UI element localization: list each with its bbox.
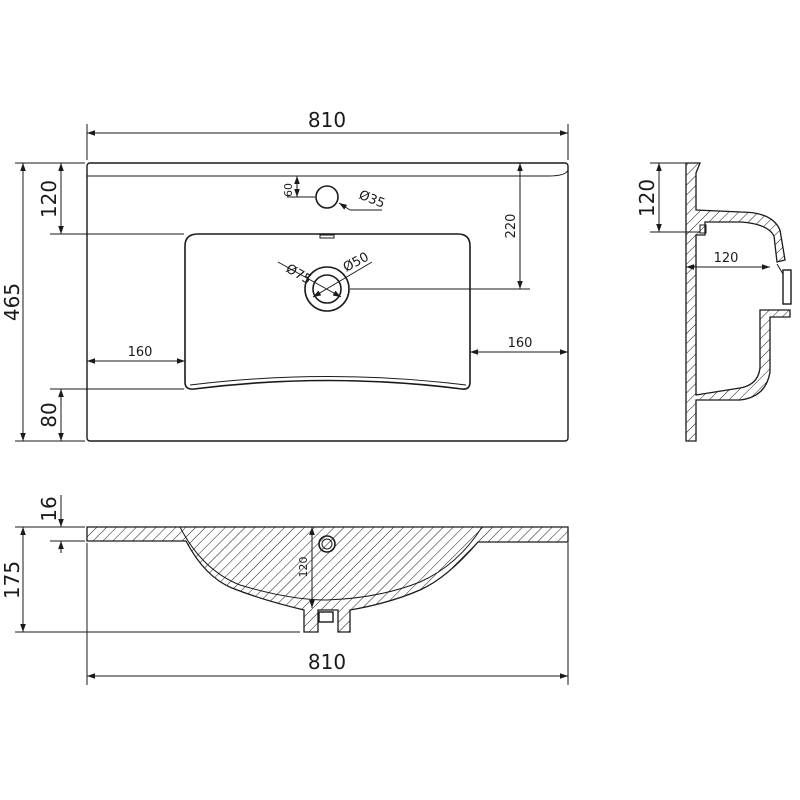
bowl-outline — [184, 233, 471, 390]
front-overflow-hole — [318, 535, 336, 553]
drain-outer — [304, 266, 350, 312]
front-thickness-label: 16 — [37, 496, 61, 521]
side-depth-label: 120 — [714, 251, 739, 266]
front-section-profile — [86, 526, 569, 633]
tap-hole — [315, 185, 339, 209]
top-rear-offset-label: 120 — [37, 180, 61, 218]
bowl-front-edge — [189, 376, 467, 386]
left-margin-label: 160 — [128, 345, 153, 360]
side-drain-fitting — [782, 269, 792, 305]
side-height-label: 120 — [635, 179, 659, 217]
rear-rim — [87, 169, 569, 177]
side-view: 120 120 — [635, 162, 792, 442]
overflow-slot — [319, 234, 335, 239]
top-width-label: 810 — [308, 108, 346, 132]
right-margin-label: 160 — [508, 336, 533, 351]
front-height-label: 175 — [0, 561, 24, 599]
top-front-offset-label: 80 — [37, 402, 61, 427]
side-section-profile — [685, 162, 791, 442]
drain-offset-label: 220 — [504, 214, 519, 239]
front-drain-height-label: 120 — [297, 557, 310, 578]
top-depth-label: 465 — [0, 283, 24, 321]
front-drain-slot — [318, 611, 334, 623]
tap-offset-label: 60 — [282, 183, 295, 197]
front-view: 16 175 120 810 — [0, 495, 569, 685]
drain-inner — [312, 274, 342, 304]
front-bowl-inner — [179, 526, 483, 601]
basin-outline — [86, 162, 569, 442]
top-view: 60 Ø35 Ø75 Ø50 810 465 120 80 220 160 — [0, 108, 569, 442]
front-width-label: 810 — [308, 650, 346, 674]
side-overflow-slot — [699, 224, 707, 234]
